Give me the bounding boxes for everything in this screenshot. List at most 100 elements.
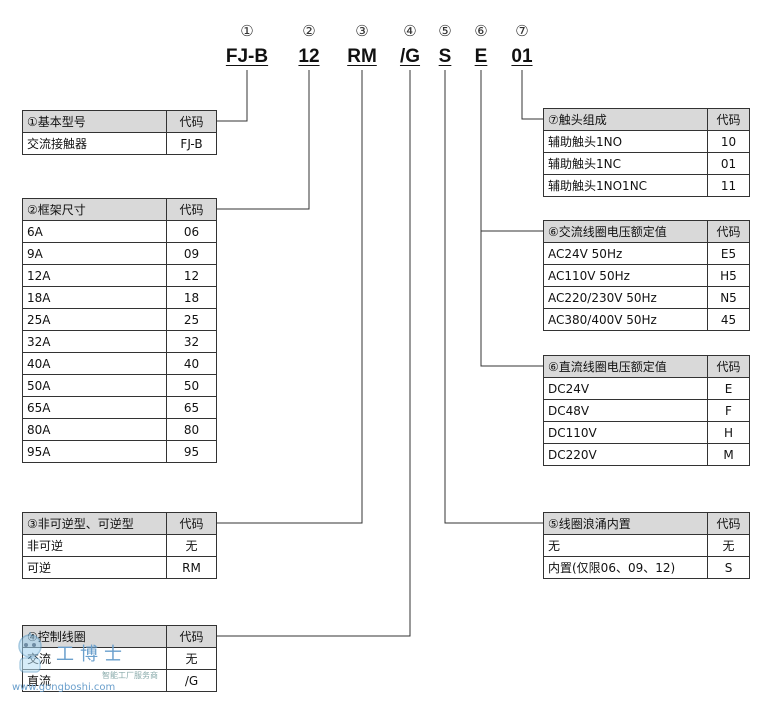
- row-label: 95A: [22, 440, 167, 463]
- row-label: 32A: [22, 330, 167, 353]
- row-code: RM: [166, 556, 217, 579]
- row-label: 可逆: [22, 556, 167, 579]
- position-code-2: 12: [298, 46, 320, 67]
- row-code: 01: [707, 152, 750, 175]
- connector-line-6a: [480, 70, 543, 232]
- row-label: 40A: [22, 352, 167, 375]
- row-label: AC24V 50Hz: [543, 242, 708, 265]
- row-label: 65A: [22, 396, 167, 419]
- watermark-name: 工博士: [56, 644, 128, 665]
- table-title: ⑤线圈浪涌内置: [543, 512, 708, 535]
- position-number-4: ④: [403, 22, 417, 40]
- table-title: ⑥直流线圈电压额定值: [543, 355, 708, 378]
- robot-logo-icon: [18, 632, 42, 673]
- code-column-header: 代码: [707, 220, 750, 243]
- position-code-1: FJ-B: [225, 46, 269, 67]
- table-control-coil: ④控制线圈 代码 交流无 直流/G: [22, 625, 217, 692]
- row-label: DC48V: [543, 399, 708, 422]
- table-title: ⑦触头组成: [543, 108, 708, 131]
- position-code-3: RM: [347, 46, 377, 67]
- row-code: 10: [707, 130, 750, 153]
- row-code: 09: [166, 242, 217, 265]
- row-label: 25A: [22, 308, 167, 331]
- row-code: 80: [166, 418, 217, 441]
- row-label: 6A: [22, 220, 167, 243]
- row-code: H: [707, 421, 750, 444]
- code-column-header: 代码: [707, 108, 750, 131]
- row-label: 辅助触头1NO1NC: [543, 174, 708, 197]
- row-label: DC110V: [543, 421, 708, 444]
- position-code-7: 01: [511, 46, 533, 67]
- row-code: 50: [166, 374, 217, 397]
- position-code-5: S: [438, 46, 452, 67]
- table-title: ④控制线圈: [22, 625, 167, 648]
- watermark: 工博士 智能工厂服务商 www.gongboshi.com: [8, 626, 168, 698]
- row-label: 辅助触头1NO: [543, 130, 708, 153]
- position-number-2: ②: [302, 22, 316, 40]
- row-code: S: [707, 556, 750, 579]
- code-column-header: 代码: [166, 512, 217, 535]
- table-title: ⑥交流线圈电压额定值: [543, 220, 708, 243]
- row-code: 25: [166, 308, 217, 331]
- row-code: 无: [707, 534, 750, 557]
- row-label: 50A: [22, 374, 167, 397]
- connector-line-6b: [480, 231, 543, 367]
- row-code: 11: [707, 174, 750, 197]
- row-code: H5: [707, 264, 750, 287]
- connector-line-5: [444, 70, 543, 524]
- row-code: 12: [166, 264, 217, 287]
- position-number-5: ⑤: [438, 22, 452, 40]
- row-code: 95: [166, 440, 217, 463]
- row-label: DC220V: [543, 443, 708, 466]
- position-number-7: ⑦: [515, 22, 529, 40]
- row-label: 直流: [22, 669, 167, 692]
- row-code: 06: [166, 220, 217, 243]
- code-column-header: 代码: [166, 625, 217, 648]
- position-code-4: /G: [399, 46, 421, 67]
- position-number-6: ⑥: [474, 22, 488, 40]
- table-title: ③非可逆型、可逆型: [22, 512, 167, 535]
- row-label: AC110V 50Hz: [543, 264, 708, 287]
- row-code: 无: [166, 534, 217, 557]
- table-title: ①基本型号: [22, 110, 167, 133]
- table-row: 内置(仅限06、09、12)S: [543, 556, 750, 579]
- row-code: E: [707, 377, 750, 400]
- row-label: DC24V: [543, 377, 708, 400]
- watermark-url: www.gongboshi.com: [12, 682, 116, 693]
- row-label: 内置(仅限06、09、12): [543, 556, 708, 579]
- table-row: 无无: [543, 534, 750, 557]
- code-column-header: 代码: [707, 355, 750, 378]
- row-label: 18A: [22, 286, 167, 309]
- row-label: 9A: [22, 242, 167, 265]
- watermark-slogan: 智能工厂服务商: [102, 671, 158, 680]
- position-number-3: ③: [355, 22, 369, 40]
- row-code: /G: [166, 669, 217, 692]
- row-code: 65: [166, 396, 217, 419]
- table-row: 直流/G: [22, 669, 217, 692]
